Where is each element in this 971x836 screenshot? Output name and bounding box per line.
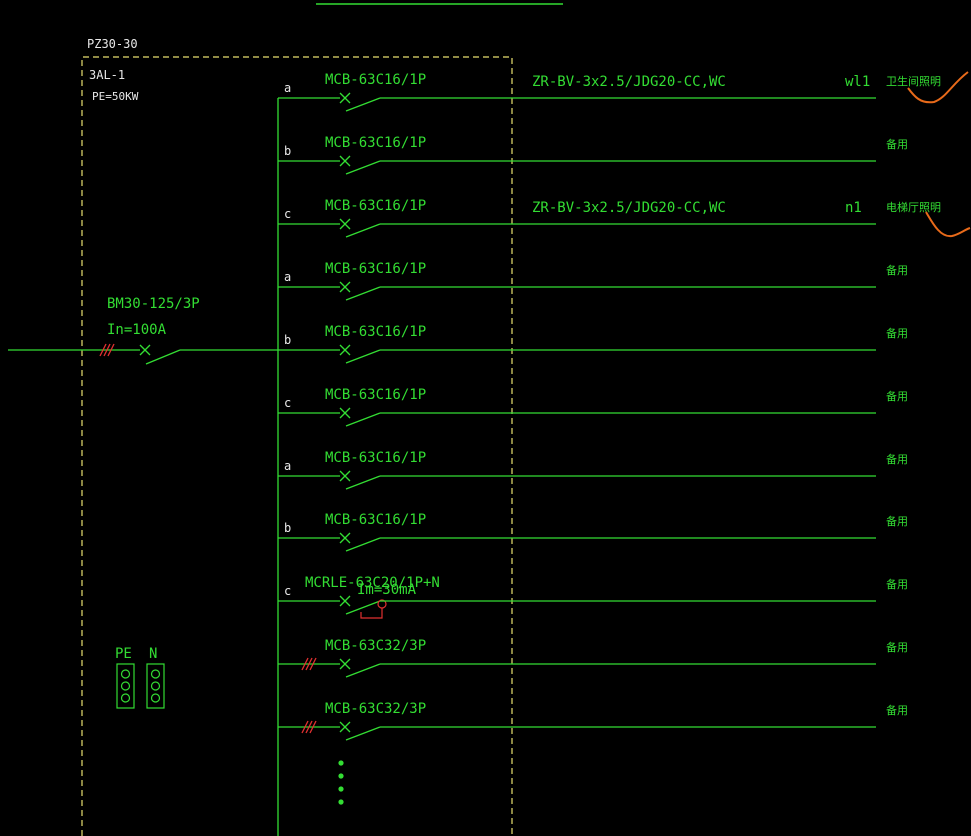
phase-label: b	[284, 521, 291, 535]
breaker-symbol	[339, 344, 381, 364]
circuit-row: a MCB-63C16/1P ZR-BV-3x2.5/JDG20-CC,WC wl1 卫…	[278, 72, 941, 112]
breaker-symbol	[339, 595, 381, 615]
annotation-stroke-2	[925, 211, 971, 238]
circuit-row: MCB-63C32/3P 备用	[278, 638, 908, 678]
circuit-id-label: n1	[845, 200, 862, 216]
phase-label: c	[284, 584, 291, 598]
cable-spec-label: ZR-BV-3x2.5/JDG20-CC,WC	[532, 200, 726, 216]
terminal-pe-block	[116, 663, 135, 709]
circuit-id-label: wl1	[845, 74, 870, 90]
breaker-symbol	[339, 658, 381, 678]
load-label: 备用	[886, 452, 908, 466]
incoming-pole-marks	[99, 343, 115, 357]
circuit-row: c MCB-63C16/1P 备用	[278, 387, 908, 427]
annotation-stroke-1	[907, 71, 969, 104]
breaker-label: MCB-63C16/1P	[325, 72, 426, 88]
breaker-label: MCB-63C16/1P	[325, 261, 426, 277]
incoming-breaker-label: BM30-125/3P	[107, 296, 200, 312]
pole-marks	[301, 657, 317, 671]
load-label: 备用	[886, 640, 908, 654]
circuit-row: b MCB-63C16/1P 备用	[278, 135, 908, 175]
circuit-row: c MCRLE-63C20/1P+NIm=30mA 备用	[278, 575, 908, 619]
pole-marks	[301, 720, 317, 734]
load-label: 备用	[886, 137, 908, 151]
panel-name: 3AL-1	[89, 68, 125, 82]
load-label: 备用	[886, 389, 908, 403]
incoming-rating-label: In=100A	[107, 322, 167, 338]
breaker-label: MCB-63C16/1P	[325, 135, 426, 151]
load-label: 备用	[886, 326, 908, 340]
breaker-symbol	[339, 407, 381, 427]
breaker-symbol	[339, 92, 381, 112]
panel-power: PE=50KW	[92, 90, 139, 103]
load-label: 电梯厅照明	[886, 201, 941, 214]
phase-label: a	[284, 81, 291, 95]
phase-label: a	[284, 270, 291, 284]
phase-label: b	[284, 333, 291, 347]
load-label: 备用	[886, 703, 908, 717]
panel-model: PZ30-30	[87, 37, 138, 51]
circuit-row: b MCB-63C16/1P 备用	[278, 324, 908, 364]
breaker-label: MCB-63C16/1P	[325, 450, 426, 466]
circuit-row: c MCB-63C16/1P ZR-BV-3x2.5/JDG20-CC,WC n1 电梯…	[278, 198, 941, 238]
terminal-blocks: PE N	[115, 646, 165, 709]
breaker-symbol	[339, 155, 381, 175]
phase-label: c	[284, 396, 291, 410]
load-label: 备用	[886, 263, 908, 277]
terminal-pe-label: PE	[115, 646, 132, 662]
circuit-row: MCB-63C32/3P 备用	[278, 701, 908, 741]
load-label: 备用	[886, 577, 908, 591]
breaker-label: MCB-63C32/3P	[325, 638, 426, 654]
incoming-breaker-symbol	[139, 344, 181, 365]
breaker-label: MCB-63C16/1P	[325, 198, 426, 214]
breaker-label: MCB-63C32/3P	[325, 701, 426, 717]
terminal-n-label: N	[149, 646, 157, 662]
cable-spec-label: ZR-BV-3x2.5/JDG20-CC,WC	[532, 74, 726, 90]
phase-label: c	[284, 207, 291, 221]
breaker-symbol	[339, 281, 381, 301]
circuit-row: a MCB-63C16/1P 备用	[278, 450, 908, 490]
circuit-row: b MCB-63C16/1P 备用	[278, 512, 908, 552]
phase-label: a	[284, 459, 291, 473]
load-label: 卫生间照明	[886, 74, 941, 88]
breaker-symbol	[339, 218, 381, 238]
enclosure-frame	[81, 56, 513, 836]
incoming-feeder: BM30-125/3P In=100A	[8, 296, 278, 365]
breaker-symbol	[339, 470, 381, 490]
breaker-label: MCB-63C16/1P	[325, 324, 426, 340]
breaker-symbol	[339, 721, 381, 741]
circuit-row: a MCB-63C16/1P 备用	[278, 261, 908, 301]
breaker-label: MCB-63C16/1P	[325, 512, 426, 528]
phase-label: b	[284, 144, 291, 158]
breaker-symbol	[339, 532, 381, 552]
terminal-n-block	[146, 663, 165, 709]
rcd-sensitivity-label: Im=30mA	[357, 582, 417, 598]
breaker-label: MCRLE-63C20/1P+N	[305, 575, 440, 591]
load-label: 备用	[886, 514, 908, 528]
continuation-dots	[338, 760, 344, 805]
rcd-symbol	[360, 599, 387, 619]
breaker-label: MCB-63C16/1P	[325, 387, 426, 403]
